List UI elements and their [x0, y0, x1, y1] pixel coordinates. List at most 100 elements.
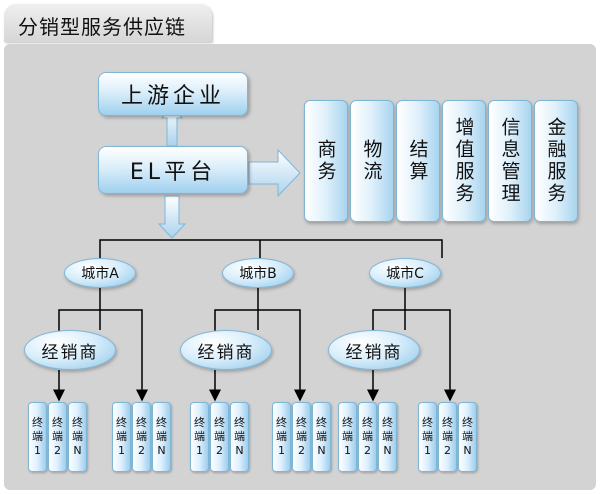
service-label: 物流 [360, 139, 383, 183]
terminal-char: 端 [462, 430, 473, 443]
terminal-char: 端 [214, 430, 225, 443]
terminal-char: 2 [298, 444, 305, 457]
terminal-char: 2 [216, 444, 223, 457]
terminal-char: 1 [196, 444, 203, 457]
terminal-char: 终 [442, 416, 453, 429]
service-finance: 金融服务 [534, 100, 578, 222]
terminal-char: N [383, 444, 392, 457]
terminal-char: 2 [138, 444, 145, 457]
city-label: 城市A [81, 266, 119, 282]
terminal-char: 终 [362, 416, 373, 429]
terminal-char: 终 [382, 416, 393, 429]
city-a-node: 城市A [64, 258, 136, 288]
terminal-char: 端 [422, 430, 433, 443]
dealer-label: 经销商 [345, 342, 403, 363]
terminal-char: 1 [34, 444, 41, 457]
terminal-char: 终 [116, 416, 127, 429]
terminal-char: 终 [276, 416, 287, 429]
terminal-char: 1 [118, 444, 125, 457]
arrow-down [157, 195, 187, 239]
service-label: 结算 [406, 139, 429, 183]
service-settlement: 结算 [396, 100, 440, 222]
terminal-char: 2 [364, 444, 371, 457]
terminal-char: N [73, 444, 82, 457]
terminal-char: N [235, 444, 244, 457]
service-label: 信息管理 [498, 117, 521, 205]
terminal-char: 终 [194, 416, 205, 429]
city-bus [99, 239, 443, 258]
upstream-enterprise-box: 上游企业 [98, 72, 248, 116]
service-commerce: 商务 [304, 100, 348, 222]
terminal-char: 终 [296, 416, 307, 429]
city-label: 城市C [386, 266, 424, 282]
terminal-char: 端 [316, 430, 327, 443]
terminal-char: 终 [136, 416, 147, 429]
terminal-char: N [463, 444, 472, 457]
service-logistics: 物流 [350, 100, 394, 222]
service-label: 商务 [314, 139, 337, 183]
upstream-enterprise-label: 上游企业 [120, 84, 225, 109]
terminal-char: 终 [462, 416, 473, 429]
diagram-title: 分销型服务供应链 [18, 15, 186, 39]
terminal-char: 2 [444, 444, 451, 457]
terminal-char: N [157, 444, 166, 457]
terminal-char: 端 [32, 430, 43, 443]
terminal-char: 2 [54, 444, 61, 457]
terminal-char: 终 [214, 416, 225, 429]
terminal-char: 端 [442, 430, 453, 443]
terminal-char: 端 [52, 430, 63, 443]
service-value-added: 增值服务 [442, 100, 486, 222]
service-label: 增值服务 [452, 117, 475, 205]
dealer-b-node: 经销商 [180, 330, 272, 370]
city-b-node: 城市B [222, 258, 294, 288]
terminal-char: 1 [278, 444, 285, 457]
terminal-char: 1 [424, 444, 431, 457]
service-label: 金融服务 [544, 117, 567, 205]
dealer-label: 经销商 [197, 342, 255, 363]
dealer-a-node: 经销商 [24, 330, 116, 370]
terminal-char: 终 [316, 416, 327, 429]
terminal-char: 端 [234, 430, 245, 443]
terminal-char: 1 [344, 444, 351, 457]
title-tab: 分销型服务供应链 [4, 4, 212, 42]
dealer-c-node: 经销商 [328, 330, 420, 370]
terminal-char: 端 [276, 430, 287, 443]
terminal-char: 端 [382, 430, 393, 443]
el-platform-label: EL平台 [129, 160, 217, 185]
dealer-label: 经销商 [41, 342, 99, 363]
service-information: 信息管理 [488, 100, 532, 222]
terminal-char: 终 [32, 416, 43, 429]
el-platform-box: EL平台 [98, 146, 248, 194]
terminal-char: 端 [156, 430, 167, 443]
city-c-node: 城市C [369, 258, 441, 288]
terminal-char: 终 [342, 416, 353, 429]
terminal-char: 终 [422, 416, 433, 429]
city-label: 城市B [239, 266, 277, 282]
terminal-char: 端 [72, 430, 83, 443]
terminal-char: 端 [194, 430, 205, 443]
terminal-char: N [317, 444, 326, 457]
terminal-char: 终 [156, 416, 167, 429]
terminal-char: 端 [136, 430, 147, 443]
terminal-char: 端 [116, 430, 127, 443]
arrow-right [248, 148, 301, 198]
